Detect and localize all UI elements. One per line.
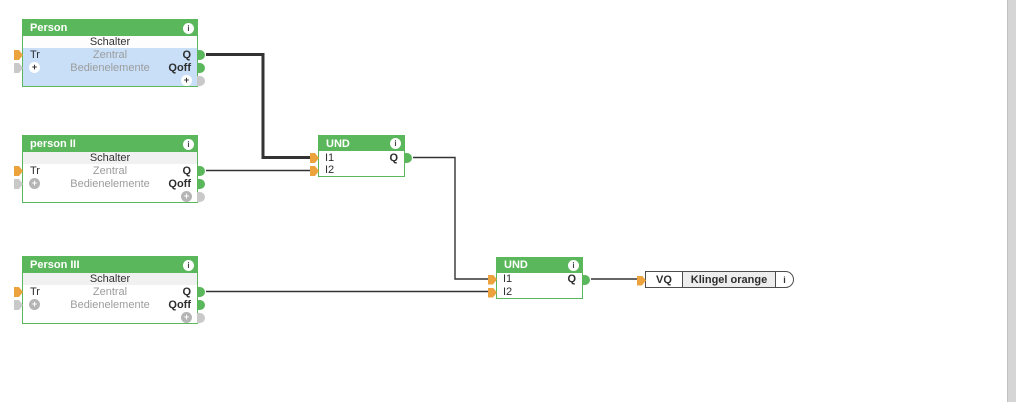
block-und-2[interactable]: UND i I1 Q I2 — [488, 256, 590, 299]
block-type-label: Schalter — [89, 152, 131, 164]
info-icon[interactable]: i — [783, 274, 786, 285]
io-row: Tr Zentral Q — [23, 285, 197, 298]
io-row: + — [23, 311, 197, 323]
output-connector-qoff-icon[interactable] — [197, 63, 205, 73]
block-title: UND — [504, 259, 528, 271]
input-connector-i2-icon[interactable] — [310, 166, 319, 176]
output-connector-qoff-icon[interactable] — [197, 300, 205, 310]
output-label-qoff: Qoff — [168, 61, 191, 74]
output-label-q: Q — [389, 151, 398, 164]
add-output-icon[interactable]: + — [181, 311, 192, 323]
block-header: person II i — [23, 136, 197, 152]
output-connector-q-icon[interactable] — [197, 166, 205, 176]
output-port-label: VQ — [646, 272, 683, 287]
input-connector-i2-icon[interactable] — [488, 287, 497, 298]
add-input-icon[interactable]: + — [29, 299, 40, 310]
input-connector-tr-icon[interactable] — [14, 166, 23, 176]
vertical-scrollbar[interactable] — [1007, 0, 1016, 402]
block-header: Person i — [23, 20, 197, 36]
add-input-icon[interactable]: + — [29, 62, 40, 73]
input-label-tr: Tr — [30, 164, 40, 177]
input-label-tr: Tr — [30, 285, 40, 298]
block-header: UND i — [497, 257, 582, 273]
block-title: person II — [30, 138, 76, 150]
output-name-label: Klingel orange — [683, 272, 776, 287]
block-header: UND i — [319, 136, 404, 151]
info-icon[interactable]: i — [568, 259, 579, 271]
block-person[interactable]: Person i Schalter Tr Zentral Q + Bediene… — [14, 19, 205, 87]
input-connector-extra-icon[interactable] — [14, 63, 23, 73]
output-connector-q-icon[interactable] — [197, 50, 205, 60]
add-output-icon[interactable]: + — [181, 190, 192, 202]
input-connector-vq-icon[interactable] — [637, 275, 646, 286]
block-und-1[interactable]: UND i I1 Q I2 — [310, 135, 412, 177]
info-icon[interactable]: i — [183, 138, 194, 150]
info-icon[interactable]: i — [183, 22, 194, 34]
output-connector-extra-icon[interactable] — [197, 313, 205, 323]
output-connector-extra-icon[interactable] — [197, 192, 205, 202]
output-label-qoff: Qoff — [168, 177, 191, 190]
block-title: Person — [30, 22, 68, 34]
io-row: Tr Zentral Q — [23, 48, 197, 61]
wire-und1-q-to-und2-i1[interactable] — [413, 156, 489, 280]
add-output-icon[interactable]: + — [181, 74, 192, 86]
output-connector-q-icon[interactable] — [582, 274, 590, 285]
param-label-bedienelemente: Bedienelemente — [70, 61, 150, 74]
io-row: + Bedienelemente Qoff — [23, 177, 197, 190]
input-connector-i1-icon[interactable] — [488, 274, 497, 285]
input-label-i1: I1 — [503, 273, 513, 285]
block-type-label: Schalter — [89, 36, 131, 48]
param-label-zentral: Zentral — [92, 48, 128, 61]
output-connector-q-icon[interactable] — [197, 287, 205, 297]
input-connector-extra-icon[interactable] — [14, 179, 23, 189]
io-row: Tr Zentral Q — [23, 164, 197, 177]
input-connector-extra-icon[interactable] — [14, 300, 23, 310]
io-row: I2 — [319, 164, 404, 176]
input-label-i2: I2 — [325, 164, 335, 176]
io-row: I2 — [497, 285, 582, 298]
param-label-bedienelemente: Bedienelemente — [70, 177, 150, 190]
output-connector-qoff-icon[interactable] — [197, 179, 205, 189]
output-label-q: Q — [182, 48, 191, 61]
param-label-zentral: Zentral — [92, 285, 128, 298]
input-connector-tr-icon[interactable] — [14, 287, 23, 297]
output-klingel-orange[interactable]: VQ Klingel orange i — [637, 271, 794, 288]
io-row: + — [23, 190, 197, 202]
io-row: + Bedienelemente Qoff — [23, 61, 197, 74]
io-row: I1 Q — [319, 151, 404, 164]
io-row: + — [23, 74, 197, 86]
input-connector-i1-icon[interactable] — [310, 153, 319, 163]
block-header: Person III i — [23, 257, 197, 273]
block-type-row: Schalter — [23, 152, 197, 164]
output-label-q: Q — [182, 285, 191, 298]
block-type-label: Schalter — [89, 273, 131, 285]
param-label-bedienelemente: Bedienelemente — [70, 298, 150, 311]
input-label-i1: I1 — [325, 151, 335, 164]
block-type-row: Schalter — [23, 273, 197, 285]
io-row: I1 Q — [497, 272, 582, 286]
output-connector-extra-icon[interactable] — [197, 76, 205, 86]
input-connector-tr-icon[interactable] — [14, 50, 23, 60]
block-person-ii[interactable]: person II i Schalter Tr Zentral Q + Bedi… — [14, 135, 205, 203]
add-input-icon[interactable]: + — [29, 178, 40, 189]
input-label-i2: I2 — [503, 285, 513, 298]
block-person-iii[interactable]: Person III i Schalter Tr Zentral Q + Bed… — [14, 256, 205, 324]
io-row: + Bedienelemente Qoff — [23, 298, 197, 311]
param-label-zentral: Zentral — [92, 164, 128, 177]
output-label-qoff: Qoff — [168, 298, 191, 311]
info-icon[interactable]: i — [183, 259, 194, 271]
input-label-tr: Tr — [30, 48, 40, 61]
block-type-row: Schalter — [23, 36, 197, 48]
output-connector-q-icon[interactable] — [404, 153, 412, 163]
block-title: Person III — [30, 259, 80, 271]
output-label-q: Q — [567, 273, 576, 285]
info-icon[interactable]: i — [390, 138, 401, 149]
output-label-q: Q — [182, 164, 191, 177]
block-title: UND — [326, 137, 350, 150]
wire-person-q-to-und1-i1[interactable] — [206, 53, 311, 159]
